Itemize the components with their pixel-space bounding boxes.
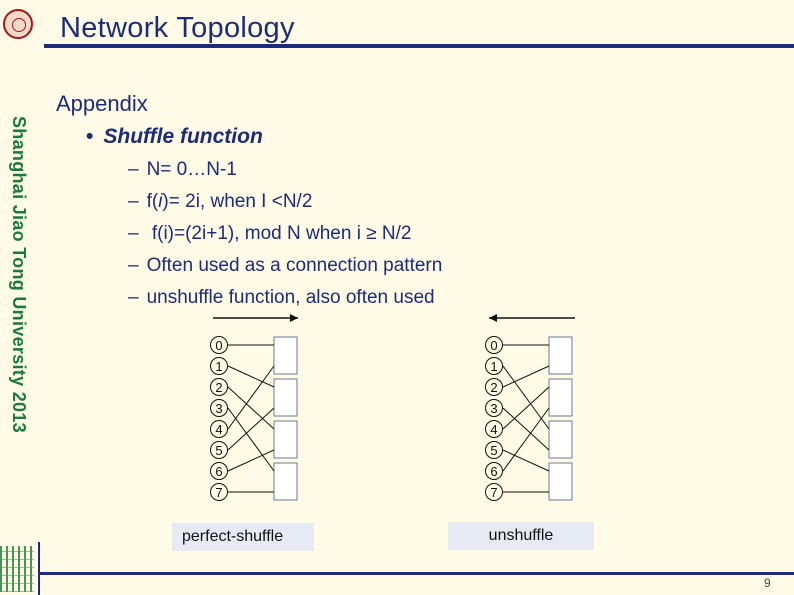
node-label: 3 [490,401,497,416]
switch-box [548,420,573,459]
section-heading: Appendix [56,91,148,116]
connection-line [227,449,275,472]
connection-line [227,365,275,430]
node-circle [210,357,228,375]
list-item-text: Often used as a connection pattern [146,255,443,276]
unshuffle-label: unshuffle [448,522,594,550]
sub-bullet-list: –N= 0…N-1 –f(i)= 2i, when I <N/2 – f(i)=… [128,154,442,314]
node-label: 0 [490,338,497,353]
connection-line [227,386,275,430]
connection-line [502,407,550,472]
switch-box [273,420,298,459]
node-circle [485,462,503,480]
connection-line [502,386,550,430]
connection-line [502,365,550,430]
main-bullet: • Shuffle function [86,125,263,149]
dash-marker: – [128,223,139,244]
node-label: 4 [490,422,497,437]
connection-line [502,407,550,451]
connection-line [502,365,550,388]
switch-box [273,378,298,417]
switch-box [548,336,573,375]
node-circle [210,336,228,354]
switch-box [273,336,298,375]
list-item: – f(i)=(2i+1), mod N when i ≥ N/2 [128,218,442,250]
node-label: 2 [215,380,222,395]
node-circle [485,336,503,354]
connection-line [227,407,275,451]
footer-left-rule [38,542,40,595]
node-circle [210,462,228,480]
university-vertical-banner: Shanghai Jiao Tong University 2013 [9,116,29,433]
list-item-text: N= 0…N-1 [146,159,237,180]
university-logo [3,9,33,39]
title-divider [44,44,794,48]
node-circle [485,357,503,375]
perfect-shuffle-label: perfect-shuffle [172,523,314,551]
node-circle [485,399,503,417]
list-item-text: f(i)=(2i+1), mod N when i ≥ N/2 [146,223,412,244]
node-circle [485,483,503,501]
list-item-text: f(i)= 2i, when I <N/2 [146,191,313,212]
list-item: –Often used as a connection pattern [128,250,442,282]
node-label: 2 [490,380,497,395]
list-item: –f(i)= 2i, when I <N/2 [128,186,442,218]
node-label: 6 [490,464,497,479]
node-label: 7 [215,485,222,500]
bullet-marker: • [86,125,94,148]
node-label: 5 [490,443,497,458]
footer-divider [38,572,794,575]
main-bullet-text: Shuffle function [103,125,263,148]
arrow-head [290,314,298,322]
connection-line [502,449,550,472]
page-number: 9 [764,576,771,590]
switch-box [548,378,573,417]
decorative-pattern [0,546,34,592]
list-item: –N= 0…N-1 [128,154,442,186]
switch-box [548,462,573,501]
node-label: 4 [215,422,222,437]
node-circle [210,399,228,417]
node-circle [210,378,228,396]
node-label: 1 [215,359,222,374]
arrow-head [489,314,497,322]
dash-marker: – [128,159,139,180]
node-circle [485,420,503,438]
dash-marker: – [128,255,139,276]
node-label: 5 [215,443,222,458]
connection-line [227,365,275,388]
list-item-text: unshuffle function, also often used [146,287,435,308]
node-circle [485,441,503,459]
node-label: 3 [215,401,222,416]
node-circle [210,420,228,438]
node-label: 6 [215,464,222,479]
node-label: 1 [490,359,497,374]
dash-marker: – [128,287,139,308]
node-circle [210,483,228,501]
node-label: 7 [490,485,497,500]
connection-line [227,407,275,472]
list-item: –unshuffle function, also often used [128,282,442,314]
node-circle [485,378,503,396]
page-title: Network Topology [60,12,295,44]
dash-marker: – [128,191,139,212]
node-circle [210,441,228,459]
node-label: 0 [215,338,222,353]
switch-box [273,462,298,501]
